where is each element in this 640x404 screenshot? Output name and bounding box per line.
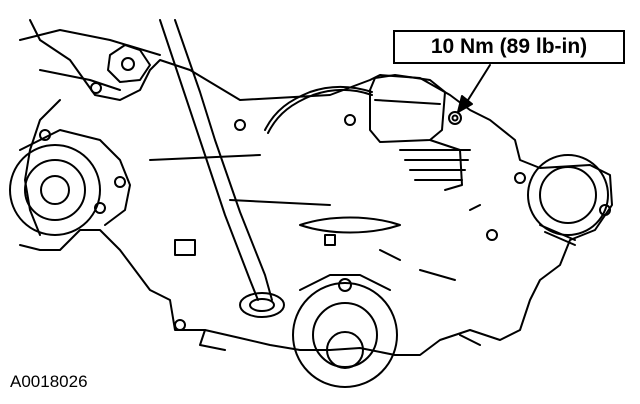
left-flange-hub xyxy=(40,175,70,205)
left-flange-inner xyxy=(24,159,86,221)
bottom-flange-outer xyxy=(292,282,398,388)
torque-bolt xyxy=(448,111,462,125)
dipstick-seal xyxy=(239,292,285,318)
torque-callout: 10 Nm (89 lb-in) xyxy=(393,30,625,64)
figure-id-label: A0018026 xyxy=(10,372,88,391)
left-flange-outer xyxy=(9,144,101,236)
right-flange-inner xyxy=(539,166,597,224)
bottom-flange-hub xyxy=(326,331,364,369)
callout-arrowhead xyxy=(457,95,473,113)
right-flange-outer xyxy=(527,154,609,236)
bottom-flange-mid xyxy=(312,302,378,368)
upper-connector xyxy=(107,44,151,83)
sensor-module xyxy=(369,74,446,143)
wiring-harness xyxy=(264,85,373,131)
torque-spec-label: 10 Nm (89 lb-in) xyxy=(430,35,588,58)
dipstick-tube xyxy=(159,19,259,301)
